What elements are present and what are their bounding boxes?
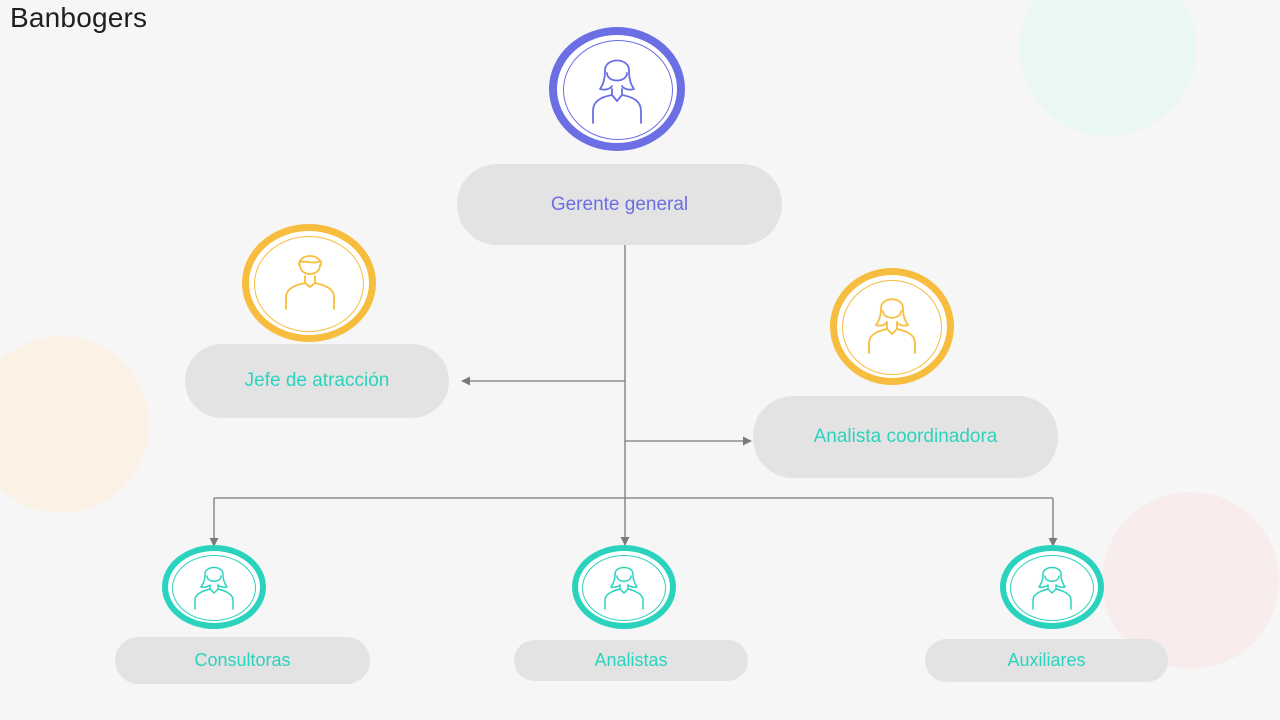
node-label: Consultoras bbox=[194, 650, 291, 670]
avatar-gerente-general bbox=[549, 27, 685, 151]
woman-icon bbox=[1032, 566, 1072, 610]
node-gerente-general: Gerente general bbox=[457, 164, 782, 245]
avatar-analistas bbox=[572, 545, 676, 629]
node-label: Gerente general bbox=[550, 193, 689, 215]
avatar-consultoras bbox=[162, 545, 266, 629]
node-label: Jefe de atracción bbox=[244, 370, 390, 391]
node-analista-coordinadora: Analista coordinadora bbox=[753, 396, 1058, 478]
woman-icon bbox=[592, 59, 642, 124]
node-label: Analista coordinadora bbox=[813, 426, 998, 447]
node-consultoras: Consultoras bbox=[115, 637, 370, 684]
decor-circle-mint bbox=[1020, 0, 1196, 136]
avatar-analista-coordinadora bbox=[830, 268, 954, 385]
node-analistas: Analistas bbox=[514, 640, 748, 681]
node-auxiliares: Auxiliares bbox=[925, 639, 1168, 682]
man-icon bbox=[285, 255, 335, 310]
avatar-auxiliares bbox=[1000, 545, 1104, 629]
woman-icon bbox=[868, 298, 916, 354]
avatar-jefe-de-atraccion bbox=[242, 224, 376, 342]
decor-circle-peach bbox=[0, 336, 149, 513]
node-jefe-de-atraccion: Jefe de atracción bbox=[185, 344, 449, 418]
node-label: Analistas bbox=[594, 650, 668, 670]
woman-icon bbox=[604, 566, 644, 610]
brand-logo: Banbogers bbox=[10, 2, 148, 33]
woman-icon bbox=[194, 566, 234, 610]
node-label: Auxiliares bbox=[1007, 650, 1086, 670]
